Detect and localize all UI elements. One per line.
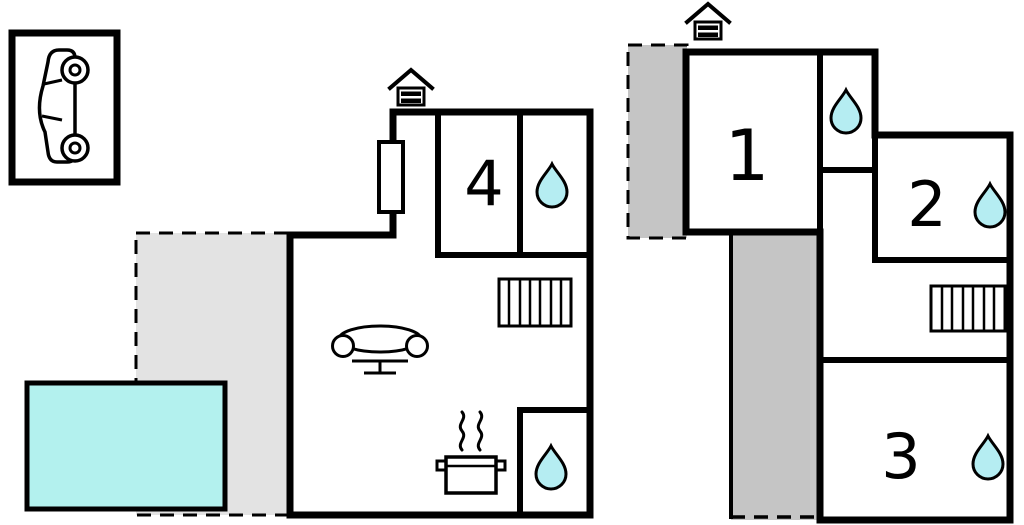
room-label-3: 3 xyxy=(881,420,920,493)
balcony-strip xyxy=(729,233,820,520)
room-label-1: 1 xyxy=(725,115,770,197)
ground-floor-outline xyxy=(286,108,594,519)
upper-interior-walls xyxy=(817,49,1013,363)
room-label-4: 4 xyxy=(464,147,503,220)
upper-floor-outline xyxy=(682,48,1014,524)
ground-floor-plan: 4 xyxy=(8,29,594,519)
chimney-flue xyxy=(377,140,405,214)
stairs-icon xyxy=(497,277,573,328)
stove-pot-icon xyxy=(435,410,507,495)
car-icon xyxy=(37,48,90,164)
chimney-icon xyxy=(388,68,434,107)
ground-interior-walls xyxy=(435,109,593,518)
sofa-icon xyxy=(331,324,429,375)
chimney-icon xyxy=(685,2,731,41)
upper-terrace-area xyxy=(626,43,689,240)
room-label-2: 2 xyxy=(907,168,946,241)
upper-floor-plan: 1 2 3 xyxy=(626,2,1014,524)
stairs-icon xyxy=(929,284,1007,333)
pool xyxy=(24,380,228,512)
